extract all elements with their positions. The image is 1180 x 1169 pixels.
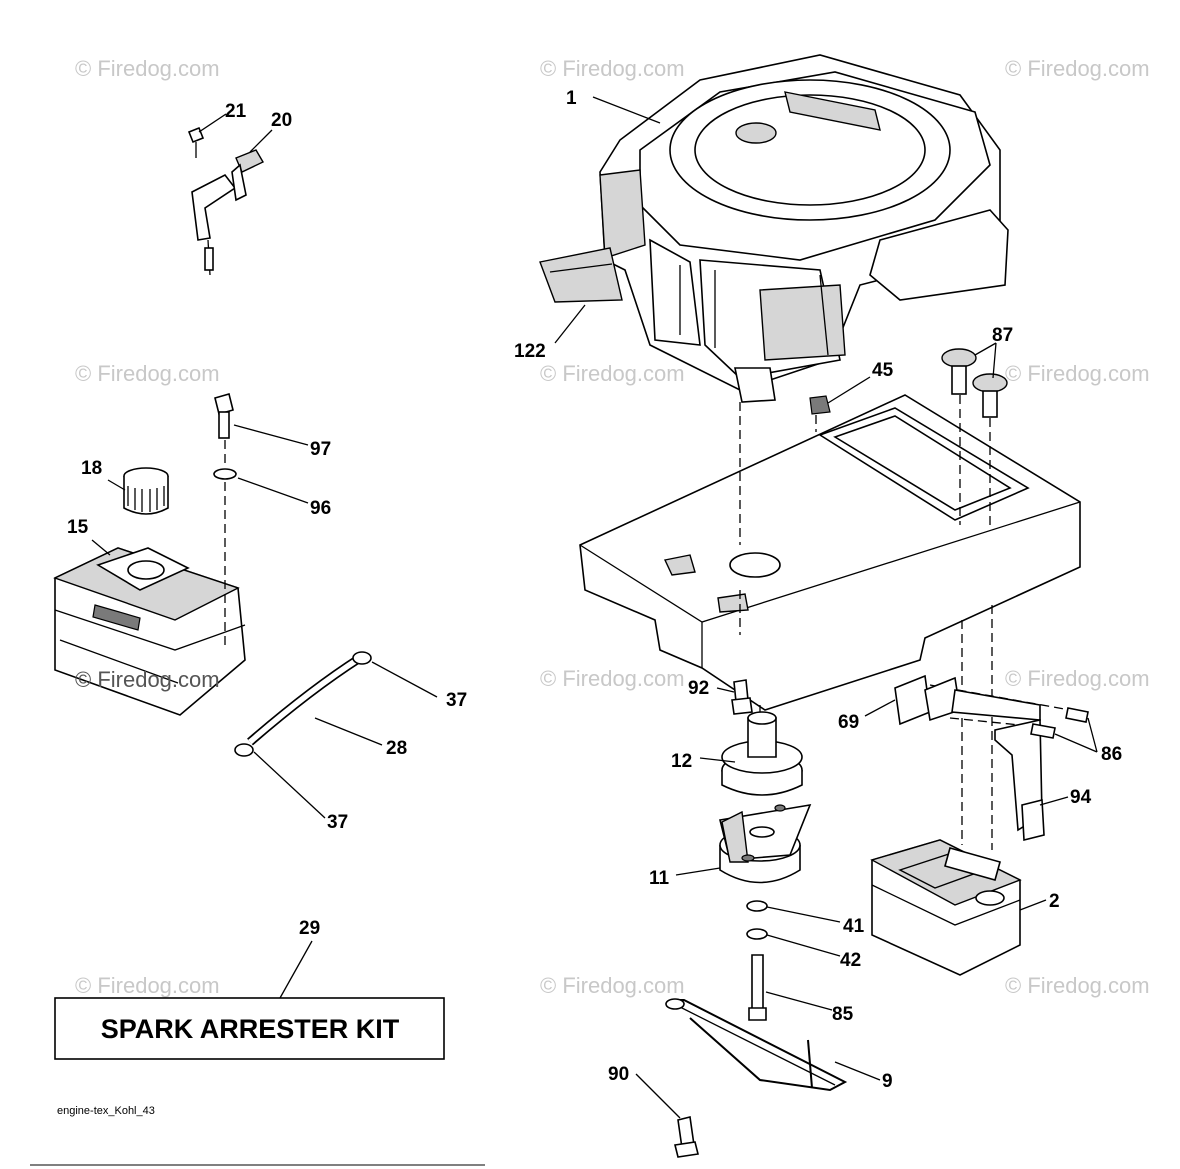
callout-122: 122	[514, 341, 546, 362]
knobs	[941, 348, 1008, 418]
callout-37b: 37	[327, 812, 348, 833]
callout-97: 97	[310, 439, 331, 460]
bolt-and-washer	[213, 393, 237, 645]
watermark: © Firedog.com	[75, 667, 220, 692]
callout-90: 90	[608, 1064, 629, 1085]
muffler	[870, 839, 1022, 976]
callout-1: 1	[566, 88, 577, 109]
alignment-lines	[739, 395, 1071, 850]
clutch	[719, 803, 812, 884]
leader-lines	[91, 96, 1098, 1119]
spark-arrester-kit: SPARK ARRESTER KIT	[54, 997, 445, 1060]
chassis-frame	[579, 394, 1081, 711]
callout-37a: 37	[446, 690, 467, 711]
callout-45: 45	[872, 360, 894, 381]
watermark: © Firedog.com	[540, 973, 685, 998]
watermark: © Firedog.com	[75, 973, 220, 998]
callout-2: 2	[1049, 891, 1060, 912]
callout-28: 28	[386, 738, 407, 759]
callouts: 1 21 20 18 15 97 96 37 28 37 122 45 87 9…	[67, 88, 1122, 1092]
watermark: © Firedog.com	[75, 56, 220, 81]
callout-85: 85	[832, 1004, 854, 1025]
screws	[1030, 707, 1089, 739]
bolt-92	[731, 679, 753, 715]
drawing-id: engine-tex_Kohl_43	[57, 1105, 155, 1117]
callout-15: 15	[67, 517, 89, 538]
fuel-tank	[53, 547, 246, 716]
watermark: © Firedog.com	[1005, 56, 1150, 81]
watermarks: © Firedog.com © Firedog.com © Firedog.co…	[75, 56, 1150, 998]
callout-21: 21	[225, 101, 247, 122]
callout-94: 94	[1070, 787, 1092, 808]
callout-9: 9	[882, 1071, 893, 1092]
callout-87: 87	[992, 325, 1013, 346]
watermark: © Firedog.com	[540, 361, 685, 386]
callout-12: 12	[671, 751, 692, 772]
pulley	[721, 711, 803, 796]
fuel-line	[234, 651, 372, 757]
throttle-control	[187, 126, 264, 276]
callout-29: 29	[299, 918, 320, 939]
watermark: © Firedog.com	[1005, 973, 1150, 998]
fuel-cap	[123, 467, 169, 515]
callout-41: 41	[843, 916, 865, 937]
exhaust-pipe	[894, 674, 1045, 842]
washers-and-bolt	[746, 900, 768, 1021]
watermark: © Firedog.com	[1005, 361, 1150, 386]
engine	[599, 54, 1009, 415]
callout-18: 18	[81, 458, 102, 479]
kit-label: SPARK ARRESTER KIT	[101, 1014, 400, 1044]
callout-69: 69	[838, 712, 859, 733]
callout-11: 11	[649, 868, 670, 889]
heat-shield	[539, 247, 623, 303]
watermark: © Firedog.com	[540, 56, 685, 81]
bracket	[665, 998, 848, 1158]
callout-42: 42	[840, 950, 861, 971]
callout-86: 86	[1101, 744, 1122, 765]
callout-92: 92	[688, 678, 709, 699]
watermark: © Firedog.com	[1005, 666, 1150, 691]
callout-96: 96	[310, 498, 331, 519]
watermark: © Firedog.com	[75, 361, 220, 386]
callout-20: 20	[271, 110, 292, 131]
watermark: © Firedog.com	[540, 666, 685, 691]
